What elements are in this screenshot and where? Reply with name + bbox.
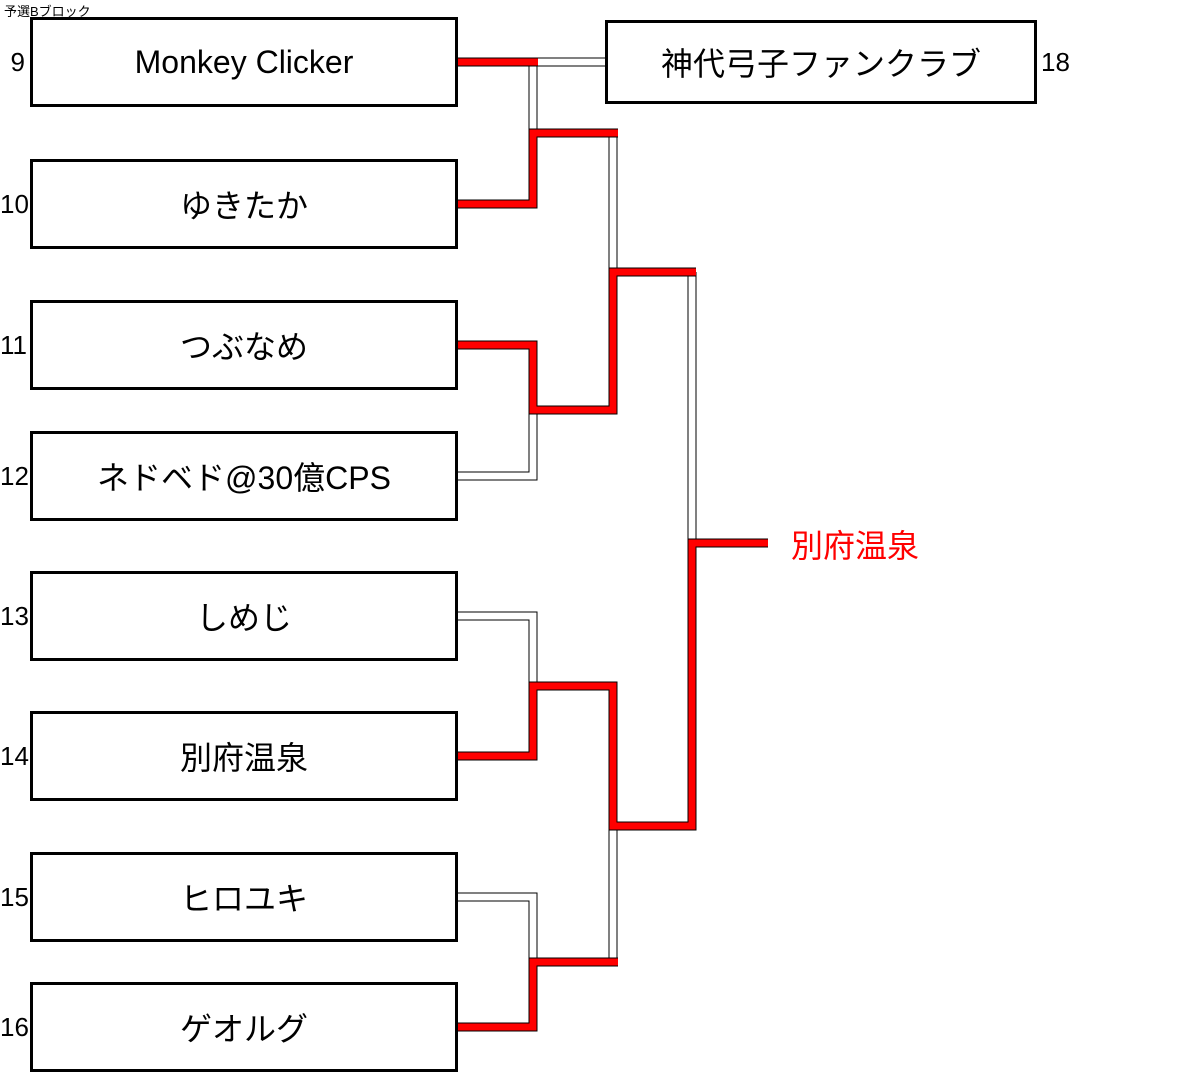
path-yukitaka-win	[458, 129, 618, 208]
entrant-box-yukitaka: ゆきたか	[30, 159, 458, 249]
entrant-box-hiroyuki: ヒロユキ	[30, 852, 458, 942]
entrant-box-beppu-onsen: 別府温泉	[30, 711, 458, 801]
entrant-name: 神代弓子ファンクラブ	[660, 46, 981, 82]
entrant-box-nedved: ネドベド@30億CPS	[30, 431, 458, 521]
line-seed-12	[458, 410, 537, 480]
line-seed-15	[458, 893, 537, 962]
line-qualifier-18-outline	[528, 57, 605, 133]
entrant-box-tsubuname: つぶなめ	[30, 300, 458, 390]
winner-connectors	[458, 57, 768, 1032]
seed-number-16: 16	[0, 1012, 29, 1042]
entrant-name: つぶなめ	[179, 329, 308, 365]
entrant-name: ネドベド@30億CPS	[97, 460, 391, 496]
entrant-name: ゲオルグ	[179, 1011, 308, 1047]
seed-number-18: 18	[1041, 47, 1070, 77]
line-seed-15-outline	[458, 892, 538, 962]
seed-number-11: 11	[0, 330, 27, 360]
path-tsubuname-win-outline	[458, 267, 696, 415]
entrant-box-georg: ゲオルグ	[30, 982, 458, 1072]
seed-number-9: 9	[10, 47, 25, 77]
entrant-box-kamishiro-yumiko-fanclub: 神代弓子ファンクラブ	[605, 20, 1037, 104]
seed-number-14: 14	[0, 741, 29, 771]
seed-number-10: 10	[0, 189, 29, 219]
seed-number-13: 13	[0, 601, 29, 631]
path-georg-win-outline	[458, 957, 618, 1032]
line-seed-13-outline	[458, 611, 538, 686]
line-seed-13	[458, 612, 537, 686]
entrant-box-shimeji: しめじ	[30, 571, 458, 661]
entrant-name: 別府温泉	[179, 740, 308, 776]
entrant-box-monkey-clicker: Monkey Clicker	[30, 17, 458, 107]
block-title: 予選Bブロック	[4, 4, 91, 19]
block-winner-label: 別府温泉	[791, 528, 920, 564]
entrant-name: Monkey Clicker	[134, 43, 354, 80]
entrant-name: ヒロユキ	[179, 881, 308, 917]
line-seed-12-outline	[458, 410, 538, 481]
loser-connectors	[458, 57, 697, 962]
line-qualifier-18	[529, 58, 605, 133]
path-yukitaka-win-outline	[458, 128, 618, 209]
seed-number-12: 12	[0, 461, 29, 491]
entrant-name: ゆきたか	[179, 188, 308, 224]
entrant-name: しめじ	[195, 600, 292, 636]
path-tsubuname-win	[458, 268, 696, 414]
path-beppu-onsen-win	[458, 539, 768, 830]
seed-number-15: 15	[0, 882, 29, 912]
path-georg-win	[458, 958, 618, 1031]
